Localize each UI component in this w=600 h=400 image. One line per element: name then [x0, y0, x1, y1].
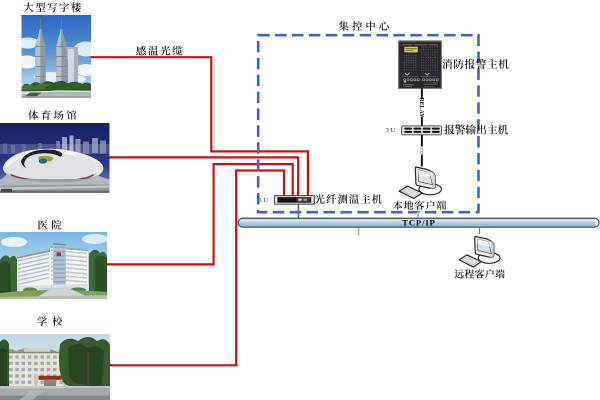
svg-text:TCP/IP: TCP/IP	[402, 218, 436, 228]
svg-text:232: 232	[419, 147, 424, 155]
svg-text:3 U: 3 U	[386, 127, 396, 134]
svg-text:RELAY: RELAY	[418, 97, 424, 118]
svg-text:3 U: 3 U	[258, 197, 268, 204]
